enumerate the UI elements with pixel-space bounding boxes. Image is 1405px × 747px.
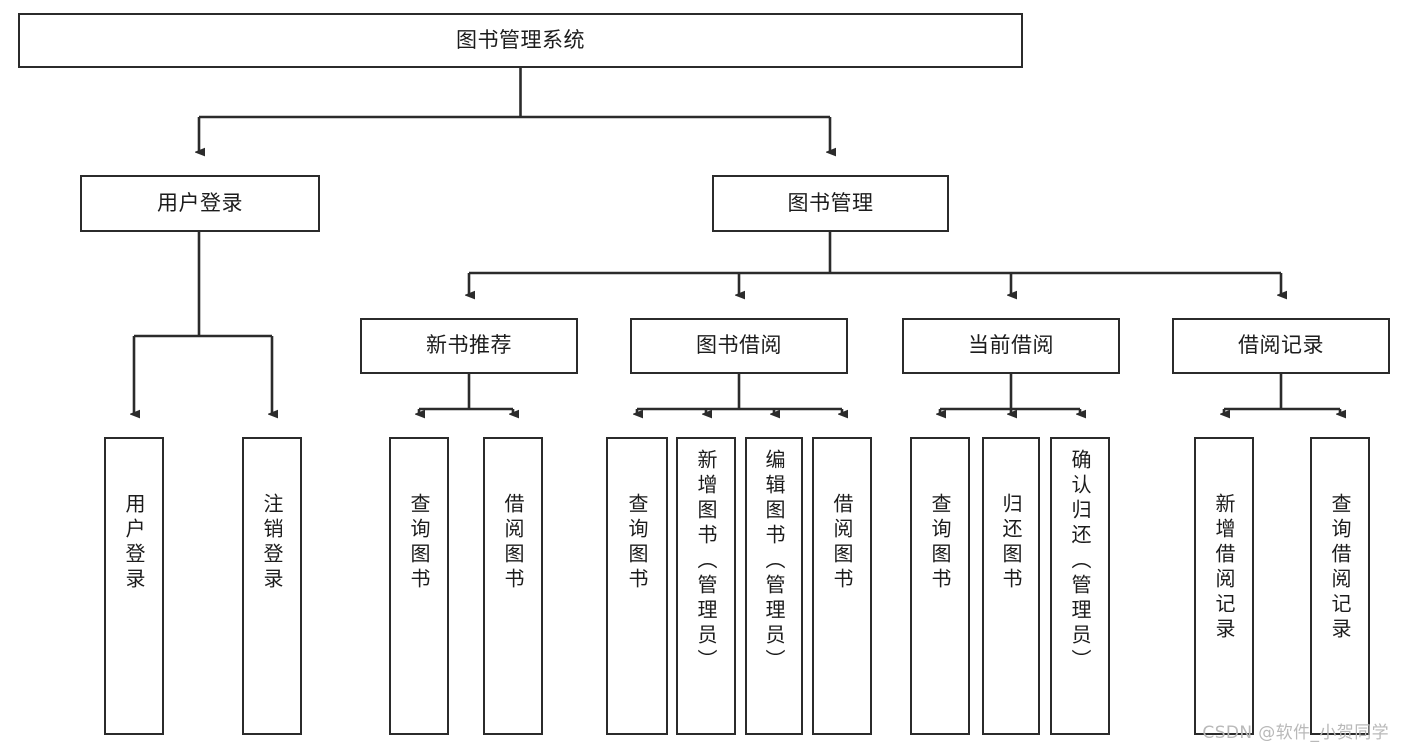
node-user-login[interactable]: 用户登录 <box>80 175 320 232</box>
node-current-borrow-label: 当前借阅 <box>968 333 1054 358</box>
node-add-borrow-record-label: 新增借阅记录 <box>1212 493 1236 643</box>
node-query-book-borrow-label: 查询图书 <box>625 493 649 593</box>
node-return-book-label: 归还图书 <box>999 493 1023 593</box>
node-query-book-current-label: 查询图书 <box>928 493 952 593</box>
node-confirm-return-admin[interactable]: 确认归还（管理员） <box>1050 437 1110 735</box>
node-current-borrow[interactable]: 当前借阅 <box>902 318 1120 374</box>
node-borrow-book-recommend[interactable]: 借阅图书 <box>483 437 543 735</box>
node-confirm-return-admin-label: 确认归还（管理员） <box>1068 449 1092 674</box>
node-return-book[interactable]: 归还图书 <box>982 437 1040 735</box>
node-root-label: 图书管理系统 <box>456 27 585 52</box>
node-edit-book-admin-label: 编辑图书（管理员） <box>762 449 786 674</box>
node-query-borrow-record[interactable]: 查询借阅记录 <box>1310 437 1370 735</box>
node-query-book-current[interactable]: 查询图书 <box>910 437 970 735</box>
node-borrow-record[interactable]: 借阅记录 <box>1172 318 1390 374</box>
node-user-login-leaf[interactable]: 用户登录 <box>104 437 164 735</box>
node-book-borrow-label: 图书借阅 <box>696 333 782 358</box>
node-user-logout-leaf-label: 注销登录 <box>260 493 284 593</box>
node-add-borrow-record[interactable]: 新增借阅记录 <box>1194 437 1254 735</box>
node-borrow-book-borrow[interactable]: 借阅图书 <box>812 437 872 735</box>
node-borrow-book-recommend-label: 借阅图书 <box>501 493 525 593</box>
node-root[interactable]: 图书管理系统 <box>18 13 1023 68</box>
watermark-text: CSDN @软件_小贺同学 <box>1202 723 1389 743</box>
node-user-login-label: 用户登录 <box>157 190 243 215</box>
node-user-login-leaf-label: 用户登录 <box>122 493 146 593</box>
node-book-manage[interactable]: 图书管理 <box>712 175 949 232</box>
node-user-logout-leaf[interactable]: 注销登录 <box>242 437 302 735</box>
node-new-book-recommend-label: 新书推荐 <box>426 333 512 358</box>
node-query-book-recommend[interactable]: 查询图书 <box>389 437 449 735</box>
node-add-book-admin-label: 新增图书（管理员） <box>694 449 718 674</box>
node-book-borrow[interactable]: 图书借阅 <box>630 318 848 374</box>
node-query-borrow-record-label: 查询借阅记录 <box>1328 493 1352 643</box>
node-query-book-borrow[interactable]: 查询图书 <box>606 437 668 735</box>
node-new-book-recommend[interactable]: 新书推荐 <box>360 318 578 374</box>
node-edit-book-admin[interactable]: 编辑图书（管理员） <box>745 437 803 735</box>
node-query-book-recommend-label: 查询图书 <box>407 493 431 593</box>
node-add-book-admin[interactable]: 新增图书（管理员） <box>676 437 736 735</box>
node-book-manage-label: 图书管理 <box>787 190 874 215</box>
node-borrow-book-borrow-label: 借阅图书 <box>830 493 854 593</box>
node-borrow-record-label: 借阅记录 <box>1238 333 1324 358</box>
